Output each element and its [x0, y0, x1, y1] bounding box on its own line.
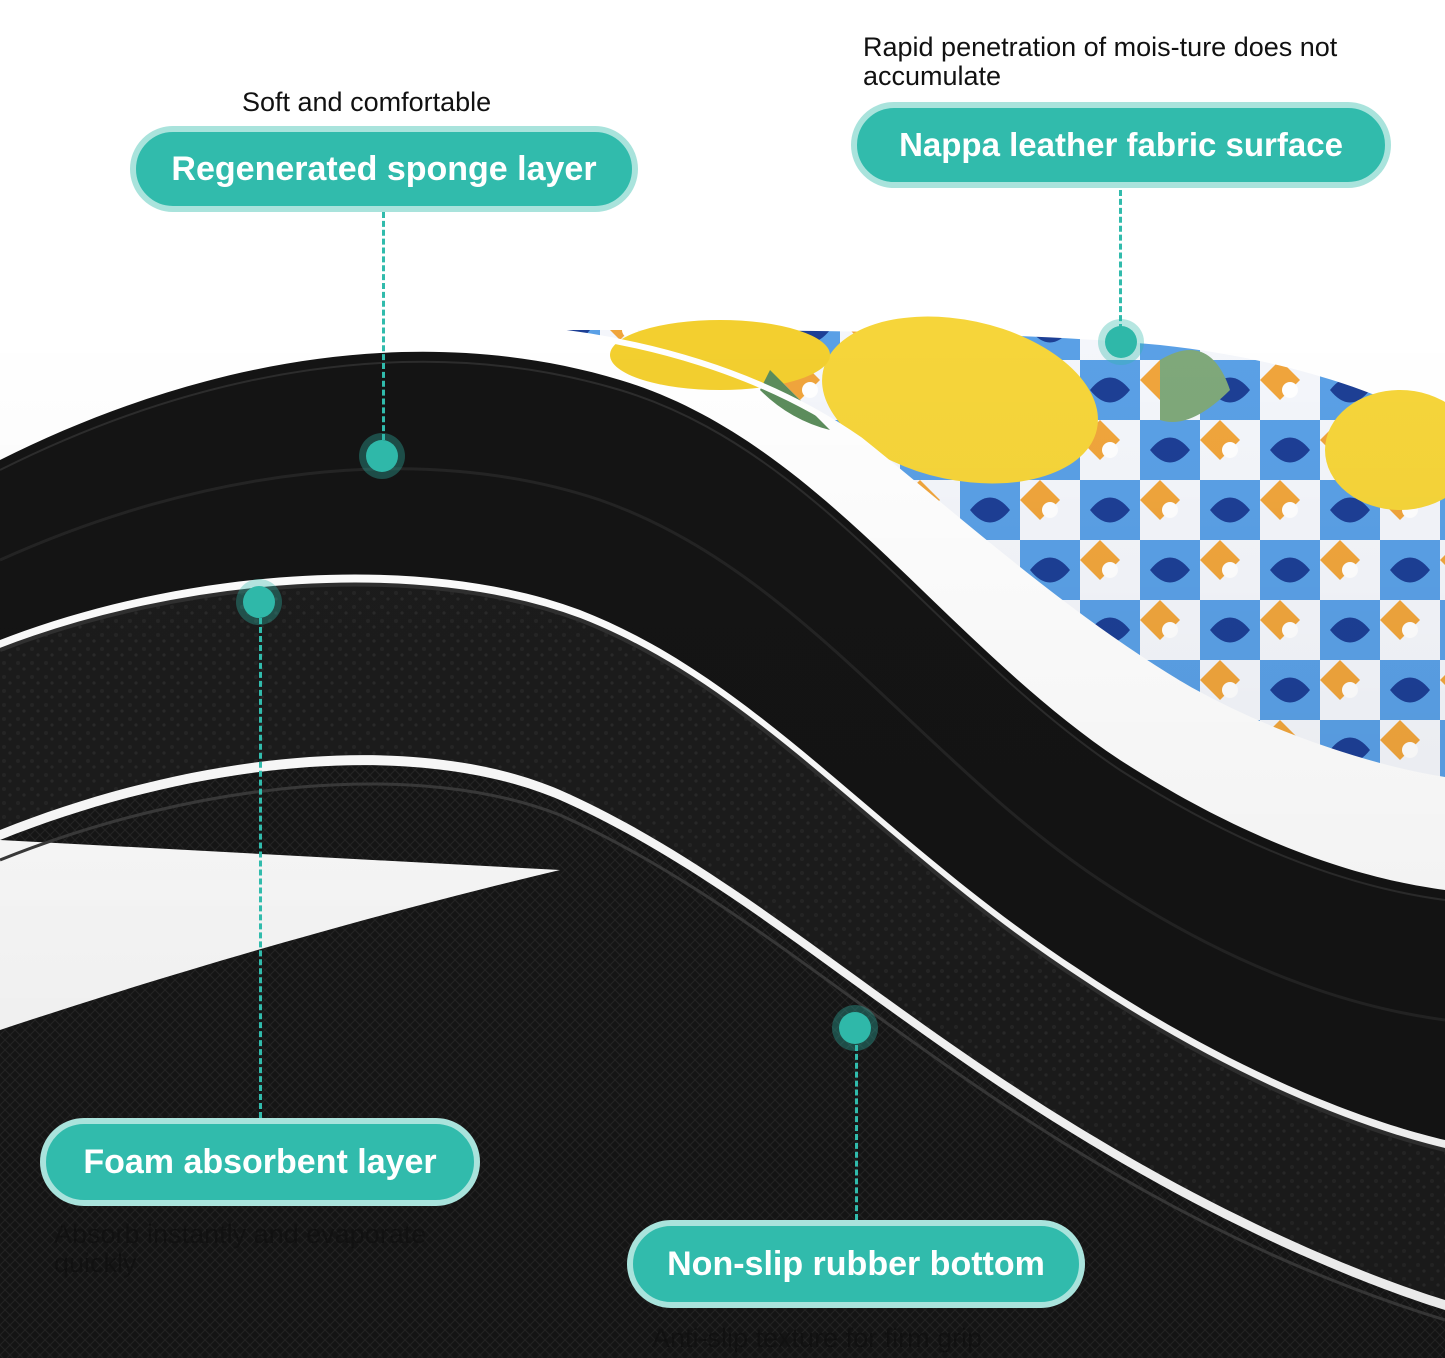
sponge-note: Soft and comfortable	[242, 87, 492, 117]
nappa-leader-line	[1119, 190, 1122, 330]
nappa-surface-label: Nappa leather fabric surface	[851, 102, 1391, 188]
callout-marker-icon	[366, 440, 398, 472]
callout-marker-icon	[839, 1012, 871, 1044]
rubber-leader-line	[855, 1045, 858, 1220]
foam-note: Absorb instantly and evaporate quickly	[54, 1219, 427, 1278]
sponge-leader-line	[382, 212, 385, 440]
foam-leader-line	[259, 618, 262, 1118]
nappa-note: Rapid penetration of mois-ture does not …	[863, 32, 1338, 91]
callout-marker-icon	[243, 586, 275, 618]
foam-layer-label: Foam absorbent layer	[40, 1118, 480, 1206]
sponge-layer-label: Regenerated sponge layer	[130, 126, 638, 212]
callout-marker-icon	[1105, 326, 1137, 358]
rubber-note: Anti-slip texture for firm grip	[652, 1323, 983, 1353]
rubber-bottom-label: Non-slip rubber bottom	[627, 1220, 1085, 1308]
